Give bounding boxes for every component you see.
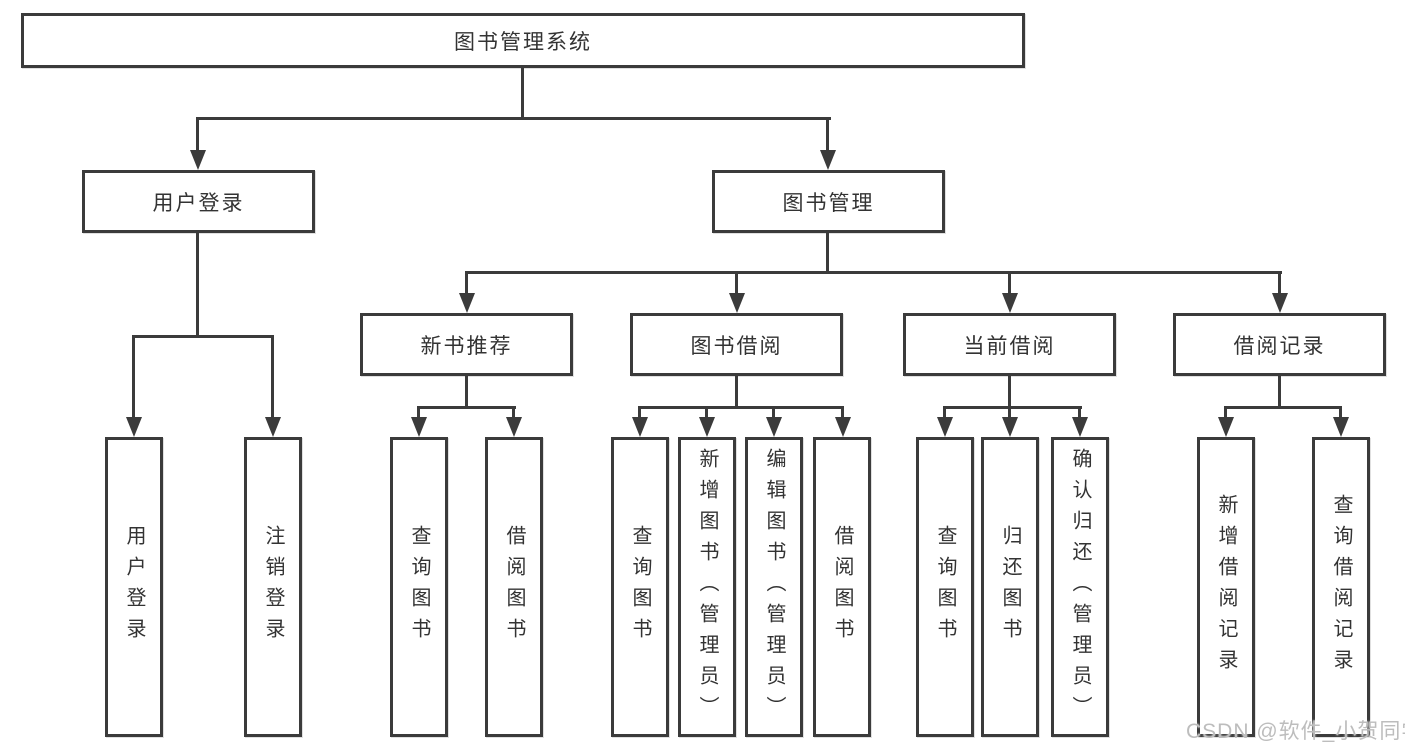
connector-hline bbox=[465, 271, 1282, 274]
connector-hline bbox=[133, 335, 274, 338]
connector-vline bbox=[1008, 271, 1011, 295]
arrow-down-icon bbox=[459, 293, 475, 313]
connector-vline bbox=[196, 233, 199, 337]
node-label: 借阅图书 bbox=[831, 525, 853, 649]
connector-vline bbox=[417, 406, 420, 419]
node-label: 用户登录 bbox=[152, 191, 245, 215]
connector-vline bbox=[772, 406, 775, 419]
node-label: 查询借阅记录 bbox=[1330, 494, 1352, 680]
arrow-down-icon bbox=[1333, 417, 1349, 437]
connector-vline bbox=[1078, 406, 1081, 419]
arrow-down-icon bbox=[1002, 417, 1018, 437]
connector-vline bbox=[735, 271, 738, 295]
node-return-books: 归还图书 bbox=[981, 437, 1039, 737]
arrow-down-icon bbox=[820, 150, 836, 170]
node-label: 归还图书 bbox=[999, 525, 1021, 649]
node-label: 注销登录 bbox=[262, 525, 284, 649]
connector-hline bbox=[638, 406, 844, 409]
arrow-down-icon bbox=[632, 417, 648, 437]
arrow-down-icon bbox=[1272, 293, 1288, 313]
node-book-management-system: 图书管理系统 bbox=[21, 13, 1025, 68]
connector-vline bbox=[465, 271, 468, 295]
node-label: 图书借阅 bbox=[690, 334, 783, 358]
connector-vline bbox=[705, 406, 708, 419]
connector-vline bbox=[1008, 376, 1011, 409]
connector-vline bbox=[1278, 376, 1281, 409]
connector-vline bbox=[521, 68, 524, 118]
node-label: 用户登录 bbox=[123, 525, 145, 649]
node-edit-books-admin: 编辑图书（管理员） bbox=[745, 437, 803, 737]
connector-vline bbox=[196, 117, 199, 153]
node-book-borrowing: 图书借阅 bbox=[630, 313, 843, 376]
arrow-down-icon bbox=[1002, 293, 1018, 313]
arrow-down-icon bbox=[506, 417, 522, 437]
connector-vline bbox=[1339, 406, 1342, 419]
arrow-down-icon bbox=[411, 417, 427, 437]
arrow-down-icon bbox=[1072, 417, 1088, 437]
node-current-borrowing: 当前借阅 bbox=[903, 313, 1116, 376]
connector-vline bbox=[638, 406, 641, 419]
connector-hline bbox=[197, 117, 831, 120]
node-label: 借阅记录 bbox=[1233, 334, 1326, 358]
connector-vline bbox=[826, 233, 829, 272]
node-book-management: 图书管理 bbox=[712, 170, 945, 233]
arrow-down-icon bbox=[126, 417, 142, 437]
node-borrowing-records: 借阅记录 bbox=[1173, 313, 1386, 376]
connector-vline bbox=[826, 117, 829, 153]
connector-vline bbox=[512, 406, 515, 419]
node-add-books-admin: 新增图书（管理员） bbox=[678, 437, 736, 737]
node-query-books-recommend: 查询图书 bbox=[390, 437, 448, 737]
connector-vline bbox=[465, 376, 468, 409]
node-label: 编辑图书（管理员） bbox=[763, 447, 785, 727]
node-label: 新书推荐 bbox=[420, 334, 513, 358]
node-borrow-books-recommend: 借阅图书 bbox=[485, 437, 543, 737]
csdn-watermark: CSDN @软件_小贺同学 bbox=[1186, 720, 1405, 743]
connector-vline bbox=[1008, 406, 1011, 419]
connector-hline bbox=[943, 406, 1082, 409]
connector-vline bbox=[1278, 271, 1281, 295]
connector-hline bbox=[1224, 406, 1342, 409]
node-logout: 注销登录 bbox=[244, 437, 302, 737]
arrow-down-icon bbox=[835, 417, 851, 437]
arrow-down-icon bbox=[190, 150, 206, 170]
node-query-books-borrowing: 查询图书 bbox=[611, 437, 669, 737]
node-label: 当前借阅 bbox=[963, 334, 1056, 358]
node-label: 新增借阅记录 bbox=[1215, 494, 1237, 680]
node-borrow-books: 借阅图书 bbox=[813, 437, 871, 737]
connector-vline bbox=[943, 406, 946, 419]
node-label: 查询图书 bbox=[408, 525, 430, 649]
node-label: 新增图书（管理员） bbox=[696, 447, 718, 727]
node-user-login: 用户登录 bbox=[82, 170, 315, 233]
arrow-down-icon bbox=[766, 417, 782, 437]
connector-vline bbox=[132, 335, 135, 419]
node-label: 确认归还（管理员） bbox=[1069, 447, 1091, 727]
node-label: 图书管理系统 bbox=[454, 30, 592, 54]
connector-vline bbox=[735, 376, 738, 409]
arrow-down-icon bbox=[1218, 417, 1234, 437]
node-label: 查询图书 bbox=[629, 525, 651, 649]
node-query-books-current: 查询图书 bbox=[916, 437, 974, 737]
node-label: 查询图书 bbox=[934, 525, 956, 649]
connector-vline bbox=[1224, 406, 1227, 419]
node-label: 借阅图书 bbox=[503, 525, 525, 649]
arrow-down-icon bbox=[265, 417, 281, 437]
node-query-borrow-record: 查询借阅记录 bbox=[1312, 437, 1370, 737]
connector-vline bbox=[841, 406, 844, 419]
node-user-login-leaf: 用户登录 bbox=[105, 437, 163, 737]
connector-vline bbox=[271, 335, 274, 419]
arrow-down-icon bbox=[937, 417, 953, 437]
node-new-book-recommendation: 新书推荐 bbox=[360, 313, 573, 376]
connector-hline bbox=[417, 406, 516, 409]
arrow-down-icon bbox=[729, 293, 745, 313]
node-confirm-return-admin: 确认归还（管理员） bbox=[1051, 437, 1109, 737]
arrow-down-icon bbox=[699, 417, 715, 437]
node-label: 图书管理 bbox=[782, 191, 875, 215]
node-add-borrow-record: 新增借阅记录 bbox=[1197, 437, 1255, 737]
